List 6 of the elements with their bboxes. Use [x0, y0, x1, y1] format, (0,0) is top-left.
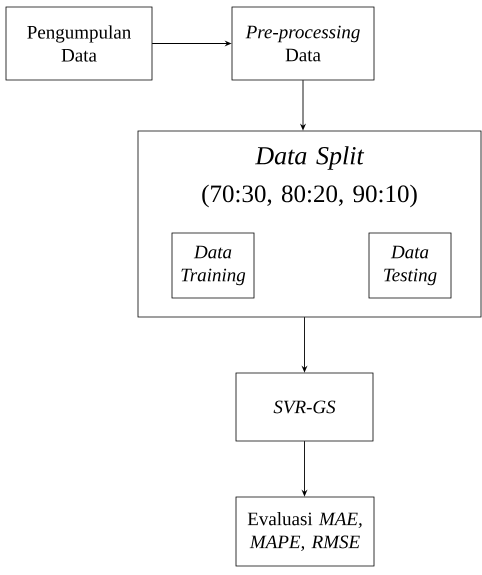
sub-box: Data Training	[172, 232, 254, 298]
process-box: SVR-GS	[236, 372, 374, 442]
process-box: Evaluasi MAE, MAPE, RMSE	[236, 496, 374, 566]
process-box: Pengumpulan Data	[6, 6, 152, 80]
sub-box: Data Testing	[368, 232, 452, 298]
process-box: Pre-processing Data	[232, 6, 374, 80]
